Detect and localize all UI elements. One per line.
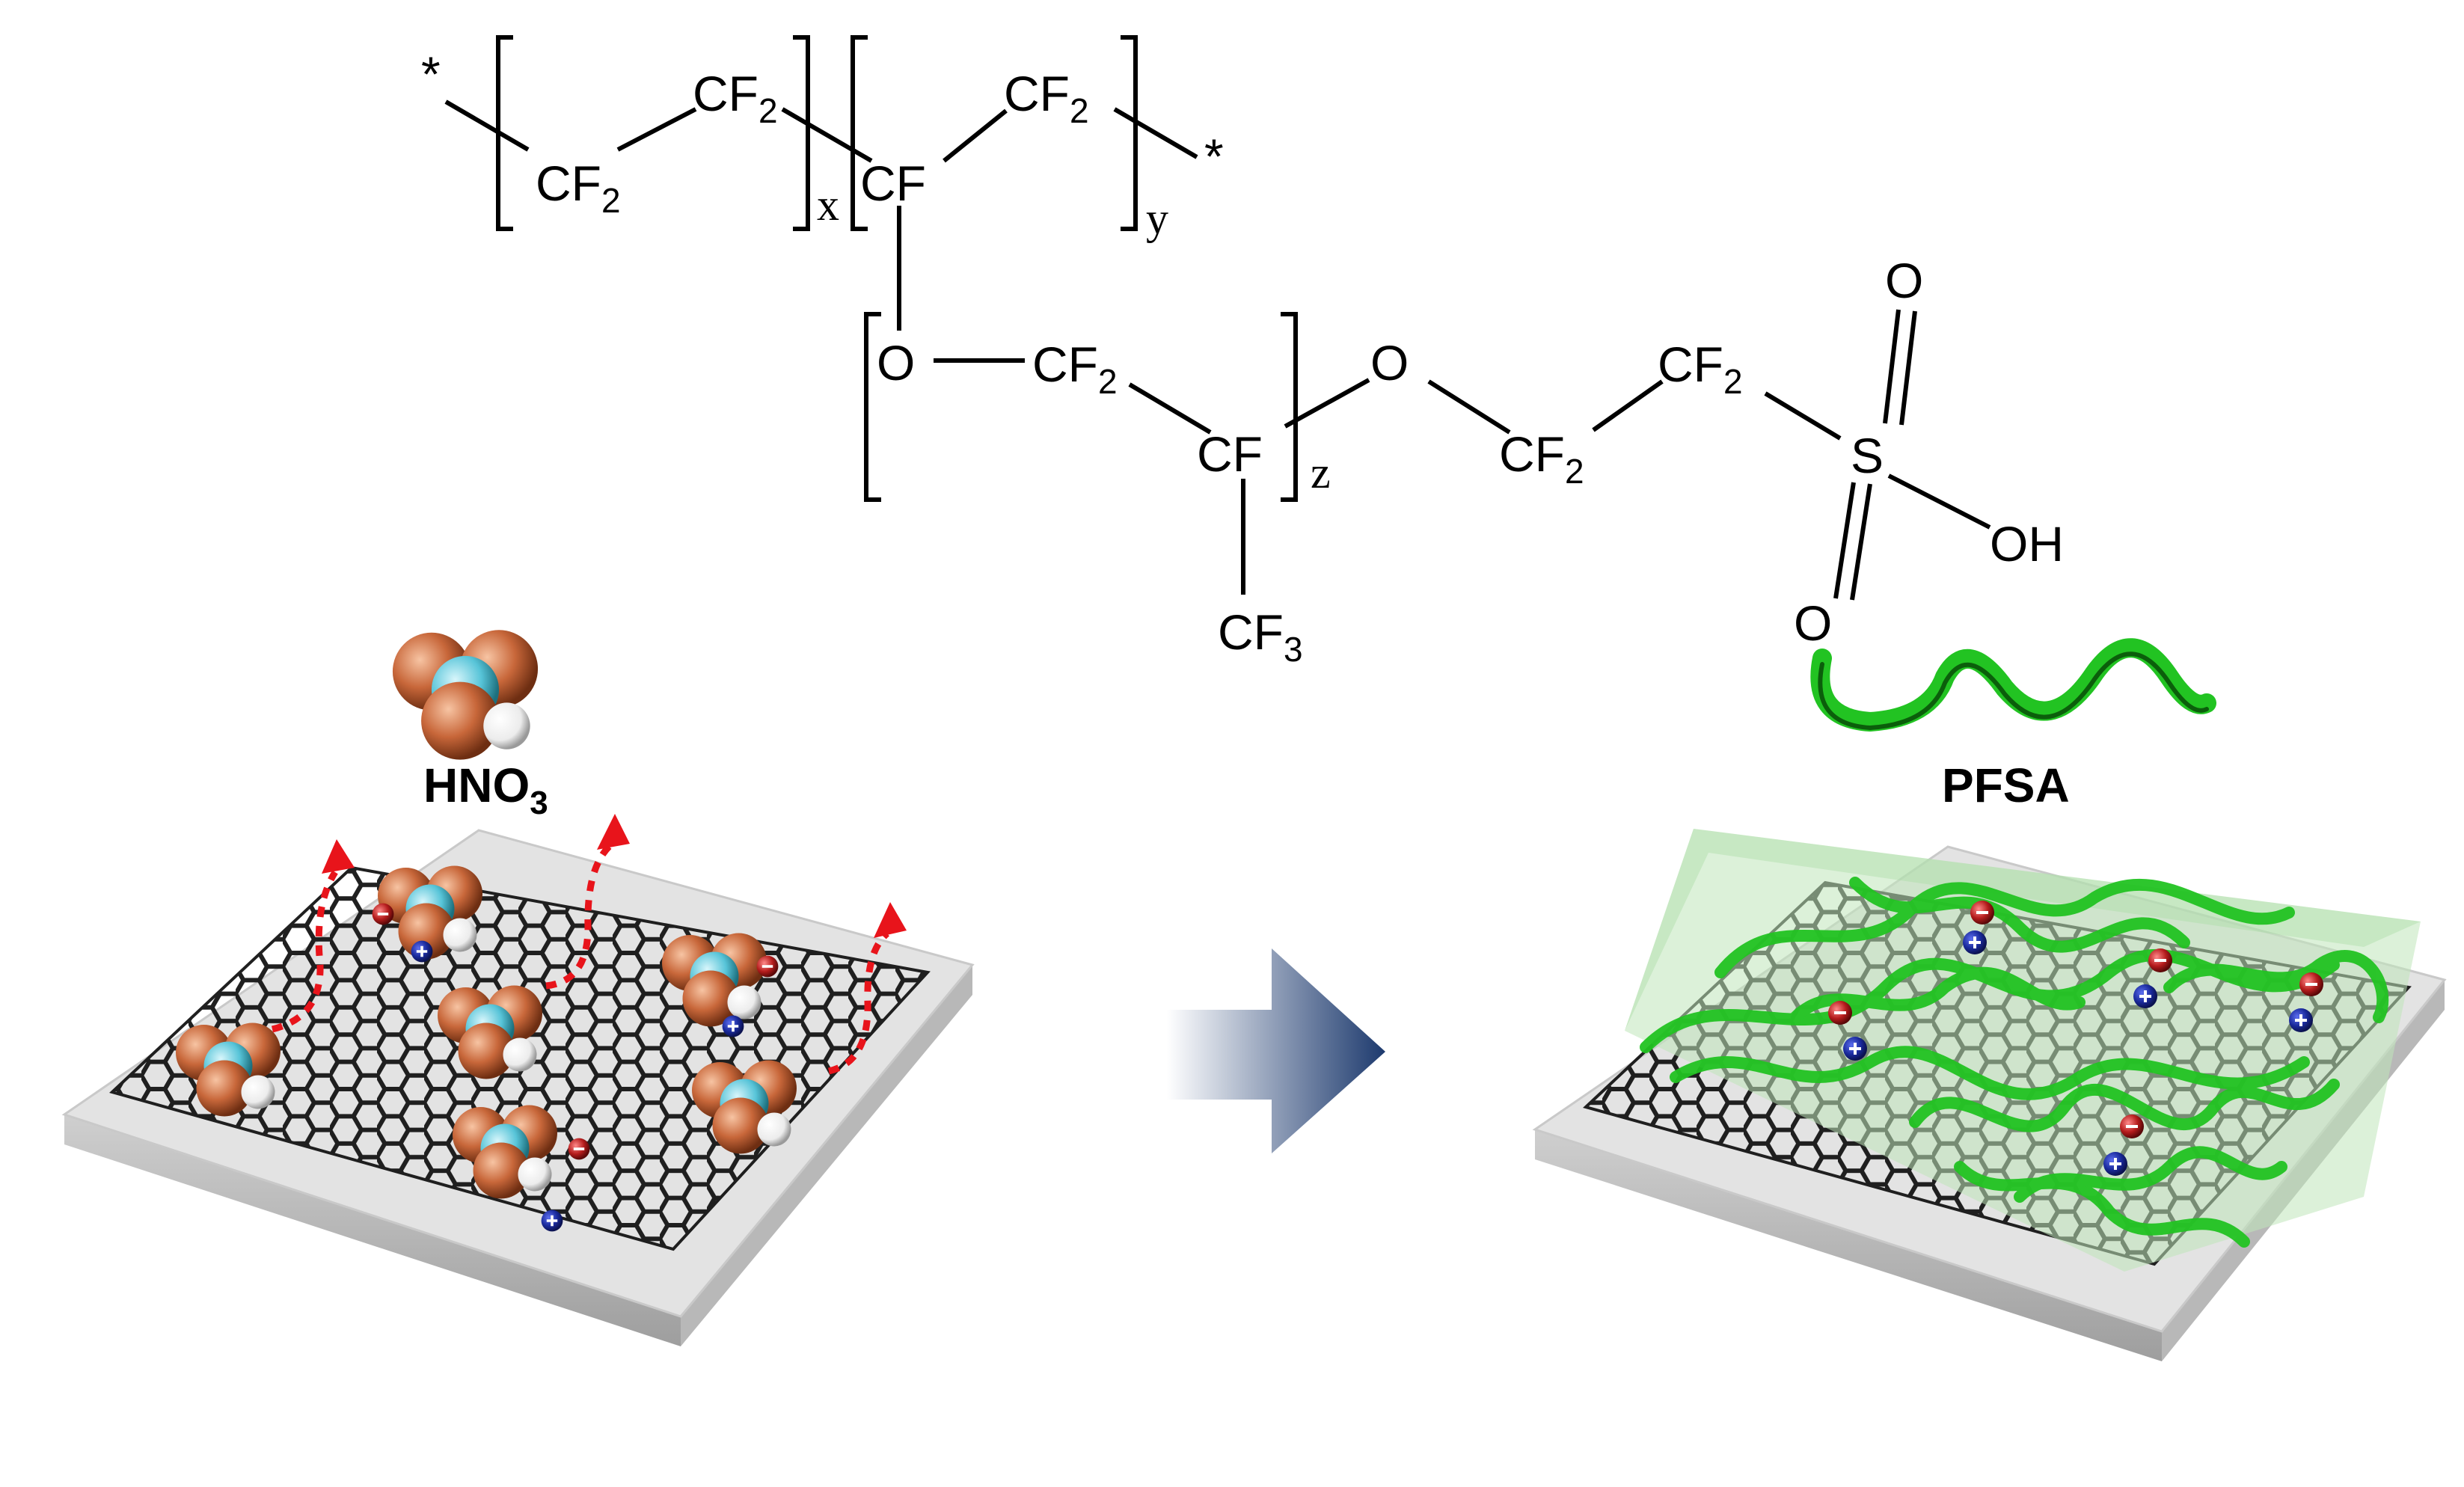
double-bond: [1850, 483, 1872, 601]
cation-charge: [1961, 929, 1988, 956]
cation-charge: [2287, 1007, 2314, 1034]
arrowhead: [322, 839, 355, 874]
polymer-coil: [2014, 1146, 2287, 1203]
polymer-coil: [1909, 1079, 2340, 1132]
atom-oh: OH: [1990, 516, 2064, 571]
bracket-z-left: [864, 312, 881, 502]
anion-charge: [1969, 899, 1996, 926]
desorption-arrowheads: [322, 814, 907, 938]
bracket-y-left: [851, 35, 868, 231]
subscript-x: x: [817, 180, 839, 230]
anion-charge: [1827, 999, 1854, 1026]
polymer-coil: [1954, 1161, 2250, 1248]
polymer-coil: [2163, 950, 2389, 1023]
anion-charge: [2298, 971, 2325, 998]
cation-charge: [539, 1208, 565, 1233]
cation-charge: [720, 1014, 746, 1039]
pfsa-polymer-coils: [1640, 877, 2389, 1248]
hno3-molecule-legend: [392, 630, 539, 760]
bond: [1887, 473, 1991, 530]
atom-cf2: CF2: [1032, 337, 1118, 401]
pfsa-chain-legend: [1810, 638, 2216, 732]
polymer-coil: [1670, 1046, 2310, 1100]
cation-charge: [409, 939, 435, 964]
desorption-arrows: [271, 842, 890, 1075]
atom-cf2: CF2: [1499, 426, 1584, 491]
atom-cf: CF: [1197, 426, 1263, 482]
atom-s: S: [1851, 428, 1884, 483]
cation-charge: [1842, 1035, 1869, 1062]
anion-charge: [2118, 1113, 2145, 1140]
anion-charge: [370, 901, 396, 927]
pfsa-label: PFSA: [1942, 758, 2070, 812]
hno3-label: HNO3: [423, 758, 548, 821]
bond: [1284, 378, 1370, 429]
process-arrow: [1167, 948, 1385, 1153]
desorption-arrow: [545, 842, 613, 990]
bond: [444, 99, 530, 152]
atom-o: O: [1794, 595, 1832, 651]
bracket-y-right: [1121, 35, 1138, 231]
bond: [1427, 379, 1511, 435]
desorption-arrow: [271, 870, 338, 1033]
arrowhead: [874, 902, 907, 938]
bond: [616, 107, 697, 152]
anion-charge: [566, 1136, 592, 1162]
bond: [781, 107, 873, 163]
subscript-y: y: [1146, 194, 1168, 243]
polymer-coil: [1789, 966, 2085, 1023]
polymer-coil: [1714, 878, 2295, 978]
double-bond: [1833, 482, 1856, 599]
double-bond: [1899, 310, 1917, 426]
anion-charge: [755, 954, 780, 979]
atom-cf2: CF2: [536, 156, 621, 220]
desorption-arrow: [827, 930, 890, 1075]
atom-o: O: [1885, 253, 1923, 308]
bracket-z-right: [1281, 312, 1298, 502]
bond: [1113, 107, 1198, 159]
atom-o: O: [877, 335, 915, 390]
atom-cf3: CF3: [1218, 604, 1303, 669]
pfsa-chemical-structure: [444, 35, 1991, 601]
end-star-left: *: [421, 46, 441, 102]
bond: [1592, 379, 1664, 432]
atom-o: O: [1370, 335, 1409, 390]
cation-charge: [2132, 983, 2159, 1010]
arrowhead: [597, 814, 630, 850]
bond: [943, 108, 1008, 163]
double-bond: [1883, 309, 1901, 424]
cation-charge: [2102, 1150, 2129, 1177]
bond: [1128, 382, 1212, 435]
structure-atoms: * * CF2 CF2 x CF CF2 y O CF2 CF z CF3 O …: [421, 46, 2064, 669]
atom-cf2: CF2: [1658, 337, 1743, 401]
bond: [1764, 391, 1842, 441]
polymer-coil: [1849, 877, 2190, 953]
atom-cf: CF: [860, 156, 926, 211]
atom-cf2: CF2: [693, 66, 778, 130]
end-star-right: *: [1204, 129, 1224, 184]
bracket-x-right: [793, 35, 810, 231]
anion-charge: [2147, 947, 2174, 974]
atom-cf2: CF2: [1004, 66, 1089, 130]
subscript-z: z: [1311, 448, 1331, 497]
